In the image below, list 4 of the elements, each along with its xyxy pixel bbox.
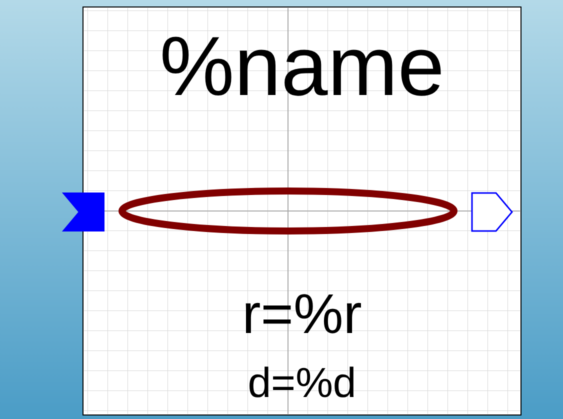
parameter-label: d=%d bbox=[246, 362, 358, 404]
parameter-label: r=%r bbox=[241, 286, 363, 342]
name-label: %name bbox=[158, 24, 446, 108]
ring-ellipse bbox=[118, 188, 458, 234]
